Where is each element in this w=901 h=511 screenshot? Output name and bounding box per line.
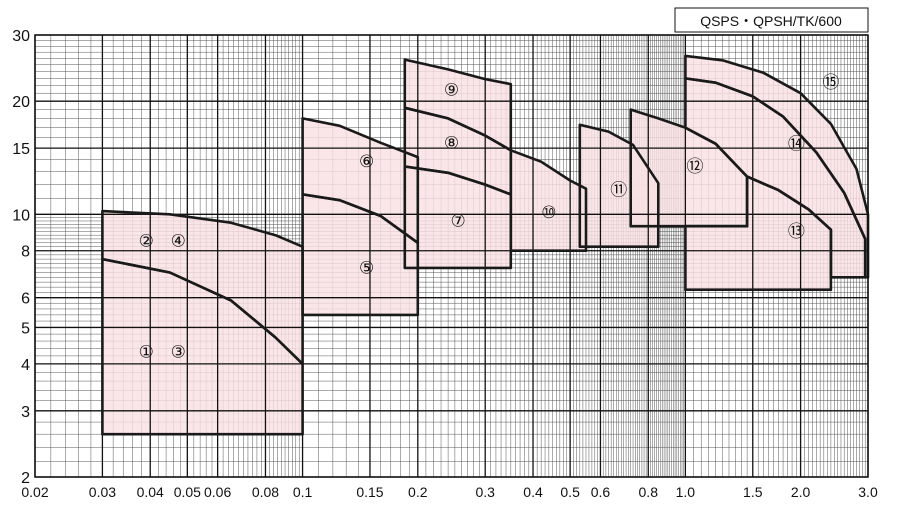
zone-area xyxy=(302,194,418,315)
model-label: QSPS・QPSH/TK/600 xyxy=(700,13,842,29)
y-tick-label: 8 xyxy=(21,244,30,261)
zone-number: ⑫ xyxy=(687,157,704,176)
zone-number: ⑤ xyxy=(359,258,374,277)
plot-frame xyxy=(34,34,869,478)
zone-fills xyxy=(102,55,868,435)
zone-area xyxy=(302,118,418,243)
zone-number: ⑬ xyxy=(788,222,805,241)
x-tick-label: 1.5 xyxy=(743,484,763,500)
y-tick-label: 30 xyxy=(12,28,30,45)
x-tick-label: 0.08 xyxy=(252,484,279,500)
zone-area xyxy=(102,259,303,435)
x-tick-label: 0.1 xyxy=(293,484,313,500)
x-tick-label: 0.8 xyxy=(639,484,659,500)
zone-outline xyxy=(578,123,660,248)
zone-outline xyxy=(403,58,513,152)
zone-area xyxy=(685,176,831,290)
x-tick-label: 0.03 xyxy=(89,484,116,500)
x-tick-label: 0.05 xyxy=(174,484,201,500)
zone-area xyxy=(510,150,586,251)
x-tick-label: 0.04 xyxy=(137,484,164,500)
y-tick-label: 15 xyxy=(12,141,30,158)
x-tick-label: 3.0 xyxy=(858,484,878,500)
y-tick-label: 3 xyxy=(21,404,30,421)
zone-number: ⑧ xyxy=(444,133,459,152)
zone-area xyxy=(404,166,511,268)
zone-number: ② xyxy=(139,231,154,250)
zone-outlines xyxy=(101,54,870,436)
y-tick-labels: 2 3 4 5 6 8 10 15 20 30 xyxy=(12,28,30,487)
zone-area xyxy=(630,109,748,227)
model-label-frame xyxy=(674,7,869,33)
zone-area xyxy=(102,211,303,364)
zone-number: ③ xyxy=(171,343,186,362)
y-tick-label: 4 xyxy=(21,357,30,374)
x-tick-label: 1.0 xyxy=(676,484,696,500)
zone-area xyxy=(404,59,511,151)
y-tick-label: 20 xyxy=(12,94,30,111)
zone-number: ⑥ xyxy=(359,152,374,171)
x-tick-label: 0.02 xyxy=(21,484,48,500)
zone-area xyxy=(404,107,511,195)
zone-number: ① xyxy=(139,343,154,362)
y-tick-label: 5 xyxy=(21,320,30,337)
zone-area xyxy=(685,78,866,278)
y-tick-label: 2 xyxy=(21,470,30,487)
zone-number: ⑪ xyxy=(610,181,627,200)
x-tick-label: 0.3 xyxy=(475,484,495,500)
model-label-box: QSPS・QPSH/TK/600 xyxy=(674,7,869,33)
y-tick-label: 10 xyxy=(12,207,30,224)
x-tick-label: 0.15 xyxy=(356,484,383,500)
x-tick-label: 0.6 xyxy=(591,484,611,500)
zone-number: ④ xyxy=(171,231,186,250)
x-tick-label: 0.4 xyxy=(523,484,543,500)
zone-area xyxy=(685,55,868,278)
zone-outline xyxy=(301,117,420,245)
zone-number: ⑩ xyxy=(541,203,556,222)
zone-outline xyxy=(509,149,588,252)
x-tick-label: 0.06 xyxy=(204,484,231,500)
zone-number: ⑮ xyxy=(822,73,839,92)
y-tick-label: 6 xyxy=(21,291,30,308)
zone-number: ⑭ xyxy=(788,134,805,153)
zone-number: ⑨ xyxy=(444,81,459,100)
zone-number: ⑦ xyxy=(451,211,466,230)
x-tick-label: 2.0 xyxy=(791,484,811,500)
x-tick-label: 0.2 xyxy=(408,484,428,500)
x-tick-label: 0.5 xyxy=(560,484,580,500)
